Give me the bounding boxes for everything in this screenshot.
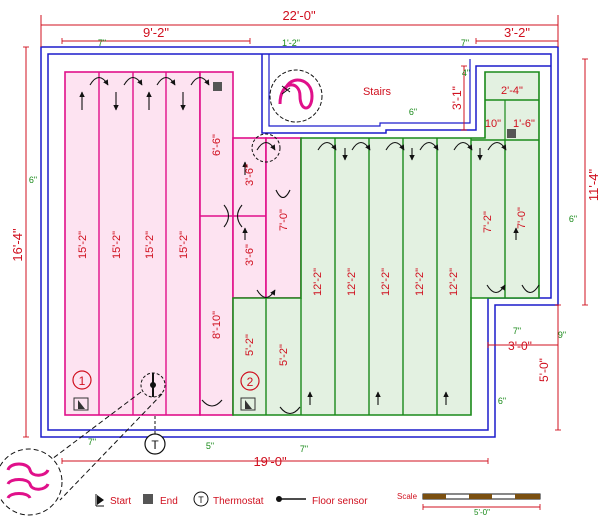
svg-text:7": 7" xyxy=(88,437,96,447)
heating-mat-detail-icon xyxy=(0,69,323,516)
notch-height-label: 5'-0" xyxy=(537,358,551,382)
run-label: 12'-2" xyxy=(380,268,392,296)
run-labels: 15'-2" 15'-2" 15'-2" 15'-2" 6'-6" 8'-10"… xyxy=(77,85,535,366)
bottom-width-label: 19'-0" xyxy=(253,454,287,469)
start-end-markers xyxy=(73,82,516,411)
zone-2 xyxy=(232,71,540,416)
run-label: 7'-0" xyxy=(278,209,290,231)
run-label: 12'-2" xyxy=(414,268,426,296)
run-label: 5'-2" xyxy=(278,344,290,366)
svg-text:5": 5" xyxy=(206,441,214,451)
notch-width-label: 3'-0" xyxy=(508,339,532,353)
start-marker-2-icon xyxy=(240,397,256,411)
run-label: 2'-4" xyxy=(501,85,523,97)
legend-start: Start xyxy=(110,496,131,507)
overall-height-label: 16'-4" xyxy=(10,228,25,262)
run-label: 10" xyxy=(485,118,501,130)
run-label: 3'-6" xyxy=(244,244,256,266)
run-label: 15'-2" xyxy=(111,231,123,259)
run-label: 12'-2" xyxy=(448,268,460,296)
floor-sensor-legend-icon xyxy=(276,496,306,502)
run-label: 3'-6" xyxy=(244,164,256,186)
scale-bar: Scale 5'-0" xyxy=(397,492,541,517)
run-label: 6'-6" xyxy=(211,134,223,156)
thermostat-icon: T xyxy=(144,415,166,455)
scale-length: 5'-0" xyxy=(474,508,490,517)
run-label: 15'-2" xyxy=(144,231,156,259)
svg-text:7": 7" xyxy=(461,38,469,48)
zone-1-number: 1 xyxy=(79,374,86,388)
svg-text:4": 4" xyxy=(462,68,470,78)
legend-thermostat: Thermostat xyxy=(213,496,264,507)
svg-text:T: T xyxy=(151,438,159,452)
run-label: 1'-6" xyxy=(513,118,535,130)
run-label: 7'-0" xyxy=(516,207,528,229)
thermostat-legend-icon: T xyxy=(193,491,209,507)
svg-text:7": 7" xyxy=(513,326,521,336)
end-legend-icon xyxy=(143,494,153,504)
svg-text:6": 6" xyxy=(498,396,506,406)
run-label: 15'-2" xyxy=(77,231,89,259)
flow-arrows xyxy=(79,76,540,415)
left-width-label: 9'-2" xyxy=(143,25,169,40)
zone-numbers: 1 2 xyxy=(72,370,260,391)
run-label: 8'-10" xyxy=(211,311,223,339)
right-height-label: 11'-4" xyxy=(586,169,600,202)
stairs-label: Stairs xyxy=(363,86,392,98)
overall-width-label: 22'-0" xyxy=(282,8,316,23)
svg-text:7": 7" xyxy=(98,38,106,48)
floor-sensor-detail xyxy=(47,372,166,501)
clearance-labels: 7" 1'-2" 7" 6" 6" 6" 4" 7" 5" 7" 6" 7" 9… xyxy=(29,38,577,454)
run-label: 7'-2" xyxy=(482,211,494,233)
svg-text:6": 6" xyxy=(29,175,37,185)
start-legend-icon xyxy=(95,494,104,507)
run-label: 12'-2" xyxy=(346,268,358,296)
svg-text:6": 6" xyxy=(409,107,417,117)
dimension-lines xyxy=(23,15,588,464)
run-label: 5'-2" xyxy=(244,334,256,356)
svg-text:7": 7" xyxy=(300,444,308,454)
right-top-width-label: 3'-2" xyxy=(504,25,530,40)
zone-1 xyxy=(64,71,302,416)
svg-text:1'-2": 1'-2" xyxy=(282,38,300,48)
legend-floor-sensor: Floor sensor xyxy=(312,496,368,507)
run-label: 12'-2" xyxy=(312,268,324,296)
legend: Start End T Thermostat Floor sensor xyxy=(95,491,368,507)
svg-text:T: T xyxy=(198,495,204,505)
stair-offset-label: 3'-1" xyxy=(450,86,464,110)
dimension-labels: 22'-0" 9'-2" 3'-2" 19'-0" 3'-0" 16'-4" 1… xyxy=(10,8,600,469)
start-marker-1-icon xyxy=(73,397,89,411)
zone-2-number: 2 xyxy=(247,375,254,389)
svg-text:9": 9" xyxy=(558,330,566,340)
run-label: 15'-2" xyxy=(178,231,190,259)
legend-end: End xyxy=(160,496,178,507)
svg-text:6": 6" xyxy=(569,214,577,224)
scale-label: Scale xyxy=(397,492,418,501)
